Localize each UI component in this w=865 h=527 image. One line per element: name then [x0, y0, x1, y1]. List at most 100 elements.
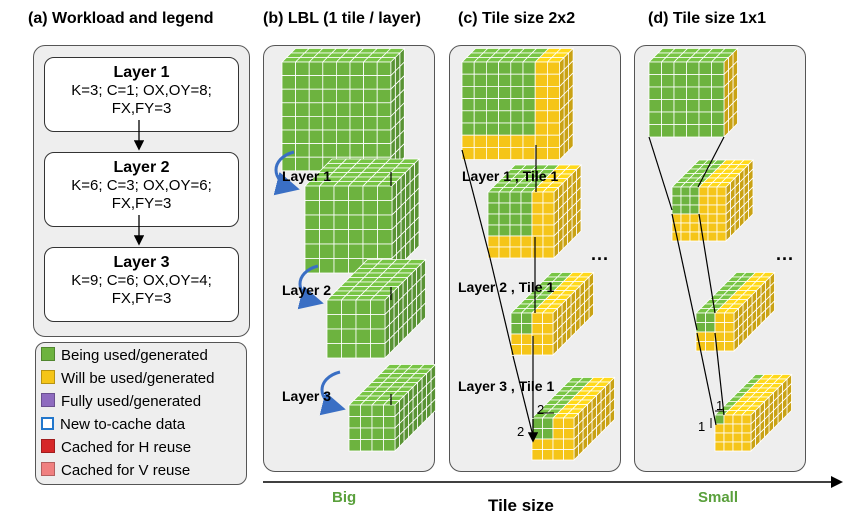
panel-b-cube-1-front-cell: [376, 75, 392, 90]
panel-d-cube-2-front-cell: [680, 186, 691, 197]
panel-c-cube-1-front-cell: [498, 86, 512, 100]
panel-d-cube-2-front-cell: [707, 213, 718, 224]
panel-c-cube-2-front-cell: [498, 224, 511, 237]
panel-d-cube-2-front-cell: [716, 204, 727, 215]
panel-c-cube-4-front-cell: [531, 438, 543, 450]
panel-c-label-1: Layer 1 , Tile 1: [462, 168, 559, 184]
panel-d-cube-4-front-cell: [732, 441, 743, 452]
panel-c-cube-4-front-cell: [542, 417, 554, 429]
panel-d-cube-4-front-cell: [714, 441, 725, 452]
panel-b-cube-3-front-cell: [341, 314, 357, 330]
panel-c-cube-2-front-cell: [509, 213, 522, 226]
panel-d-dim-height: 1: [698, 419, 706, 434]
panel-c-cube-1-front-cell: [522, 110, 536, 124]
panel-c-cube-1-front-cell: [547, 146, 561, 160]
panel-c-cube-2-front-cell: [520, 224, 533, 237]
layer-2-params: K=6; C=3; OX,OY=6;: [71, 177, 212, 194]
panel-b-cube-1-front-cell: [335, 143, 351, 158]
panel-c-cube-1-front-cell: [534, 98, 548, 112]
panel-b-cube-1-front-cell: [363, 143, 378, 158]
panel-b-cube-1-front-cell: [308, 102, 324, 117]
panel-d-cube-2-front-cell: [671, 186, 682, 197]
panel-d-cube-1-front-cell: [686, 74, 700, 88]
panel-c-cube-4-front-cell: [563, 428, 575, 440]
panel-d-cube-2-front-cell: [680, 204, 691, 215]
panel-c-cube-2-front-cell: [542, 202, 555, 215]
panel-c-cube-1-front-cell: [461, 110, 475, 124]
panel-b-cube-3-front-cell: [370, 314, 386, 330]
panel-b-cube-2-front-cell: [304, 229, 320, 245]
panel-b-cube-2-front-cell: [333, 258, 349, 274]
panel-d-cube-1-front-cell: [661, 124, 675, 138]
panel-c-cube-3-front-cell: [531, 323, 543, 335]
panel-c-cube-2-front-cell: [531, 191, 544, 204]
panel-d-cube-3-front-cell: [724, 331, 735, 342]
panel-d-cube-1-front-cell: [673, 111, 687, 125]
panel-b-cube-2-front-cell: [319, 200, 335, 216]
panel-b-cube-2-front-cell: [348, 229, 364, 245]
panel-d-cube-1-front-cell: [698, 124, 712, 138]
panel-c-cube-1-front-cell: [510, 98, 524, 112]
panel-c-cube-1-front-cell: [547, 122, 561, 136]
panel-d-cube-4-front-cell: [741, 432, 752, 443]
panel-b-cube-2-front-cell: [362, 214, 378, 230]
panel-b-cube-1-front-cell: [376, 102, 392, 117]
panel-b-cube-3-front-cell: [341, 299, 357, 315]
axis-big-label: Big: [332, 489, 357, 506]
panel-b-title: (b) LBL (1 tile / layer): [263, 10, 421, 27]
panel-c-cube-2-front-cell: [520, 235, 533, 248]
panel-b-cube-2-front-cell: [319, 258, 335, 274]
panel-b-cube-1-front-cell: [363, 102, 378, 117]
panel-d-cube-1-front-cell: [648, 74, 662, 88]
panel-d-cube-1-front-cell: [686, 111, 700, 125]
panel-d-cube-1-front-cell: [698, 61, 712, 75]
panel-c-cube-1-front-cell: [461, 134, 475, 148]
panel-c-cube-4-front-cell: [542, 449, 554, 461]
panel-b-cube-3-front-cell: [326, 314, 342, 330]
panel-b-cube-4-front-cell: [348, 404, 361, 417]
panel-d-cube-4-front-cell: [741, 414, 752, 425]
panel-d-cube-2-front-cell: [698, 186, 709, 197]
panel-b-cube-2-front-cell: [348, 243, 364, 259]
panel-b-cube-2-front-cell: [304, 200, 320, 216]
panel-d-projection-1b: [697, 136, 725, 188]
panel-b-reuse-arrow-3: [319, 370, 346, 416]
panel-c-cube-1-front-cell: [534, 61, 548, 75]
panel-b-cube-1-front-cell: [322, 88, 337, 104]
panel-d-cube-2-front-cell: [689, 195, 700, 206]
panel-c-cube-4-front-cell: [552, 417, 564, 429]
panel-d-cube-2-front-cell: [689, 186, 700, 197]
panel-c-cube-1-front-cell: [485, 122, 499, 136]
legend-item-cached-h: Cached for H reuse: [41, 439, 191, 456]
panel-c-cube-2-front-cell: [487, 224, 500, 237]
panel-b-cube-1-front-cell: [376, 88, 392, 104]
panel-c-cube-1-front-cell: [522, 134, 536, 148]
pink-swatch-icon: [41, 462, 55, 476]
panel-d-cube-1-front-cell: [711, 111, 725, 125]
panel-c-cube-3-front-cell: [531, 312, 543, 324]
panel-c-cube-1-front-cell: [510, 134, 524, 148]
panel-c-cube-2-front-cell: [531, 224, 544, 237]
panel-c-cube-1-front-cell: [547, 86, 561, 100]
layer-1-card: Layer 1 K=3; C=1; OX,OY=8; FX,FY=3: [44, 57, 239, 132]
panel-d-cube-2-front-cell: [671, 195, 682, 206]
panel-c-cube-2-front-cell: [542, 246, 555, 259]
layer-3-name: Layer 3: [113, 254, 170, 271]
panel-b-cube-3-front-cell: [326, 328, 342, 344]
panel-d-cube-4-front-cell: [741, 423, 752, 434]
panel-c-dim-height: 2: [517, 424, 525, 439]
panel-c-cube-2-front-cell: [498, 213, 511, 226]
panel-b-cube-2-front-cell: [333, 200, 349, 216]
legend-label: New to-cache data: [60, 416, 186, 433]
panel-b-cube-2-front-cell: [304, 243, 320, 259]
panel-c-cube-1-front-cell: [485, 73, 499, 87]
panel-d-cube-1-front-cell: [673, 61, 687, 75]
panel-b-cube-2-front-cell: [333, 229, 349, 245]
panel-c-cube-2-front-cell: [509, 202, 522, 215]
panel-d-cube-2-front-cell: [716, 231, 727, 242]
panel-b-cube-3-front-cell: [370, 299, 386, 315]
panel-c-cube-4-front-cell: [531, 449, 543, 461]
panel-b-cube-1-front-cell: [322, 116, 337, 131]
panel-c-cube-2-front-cell: [509, 235, 522, 248]
panel-d-cube-3-front-cell: [705, 341, 716, 352]
